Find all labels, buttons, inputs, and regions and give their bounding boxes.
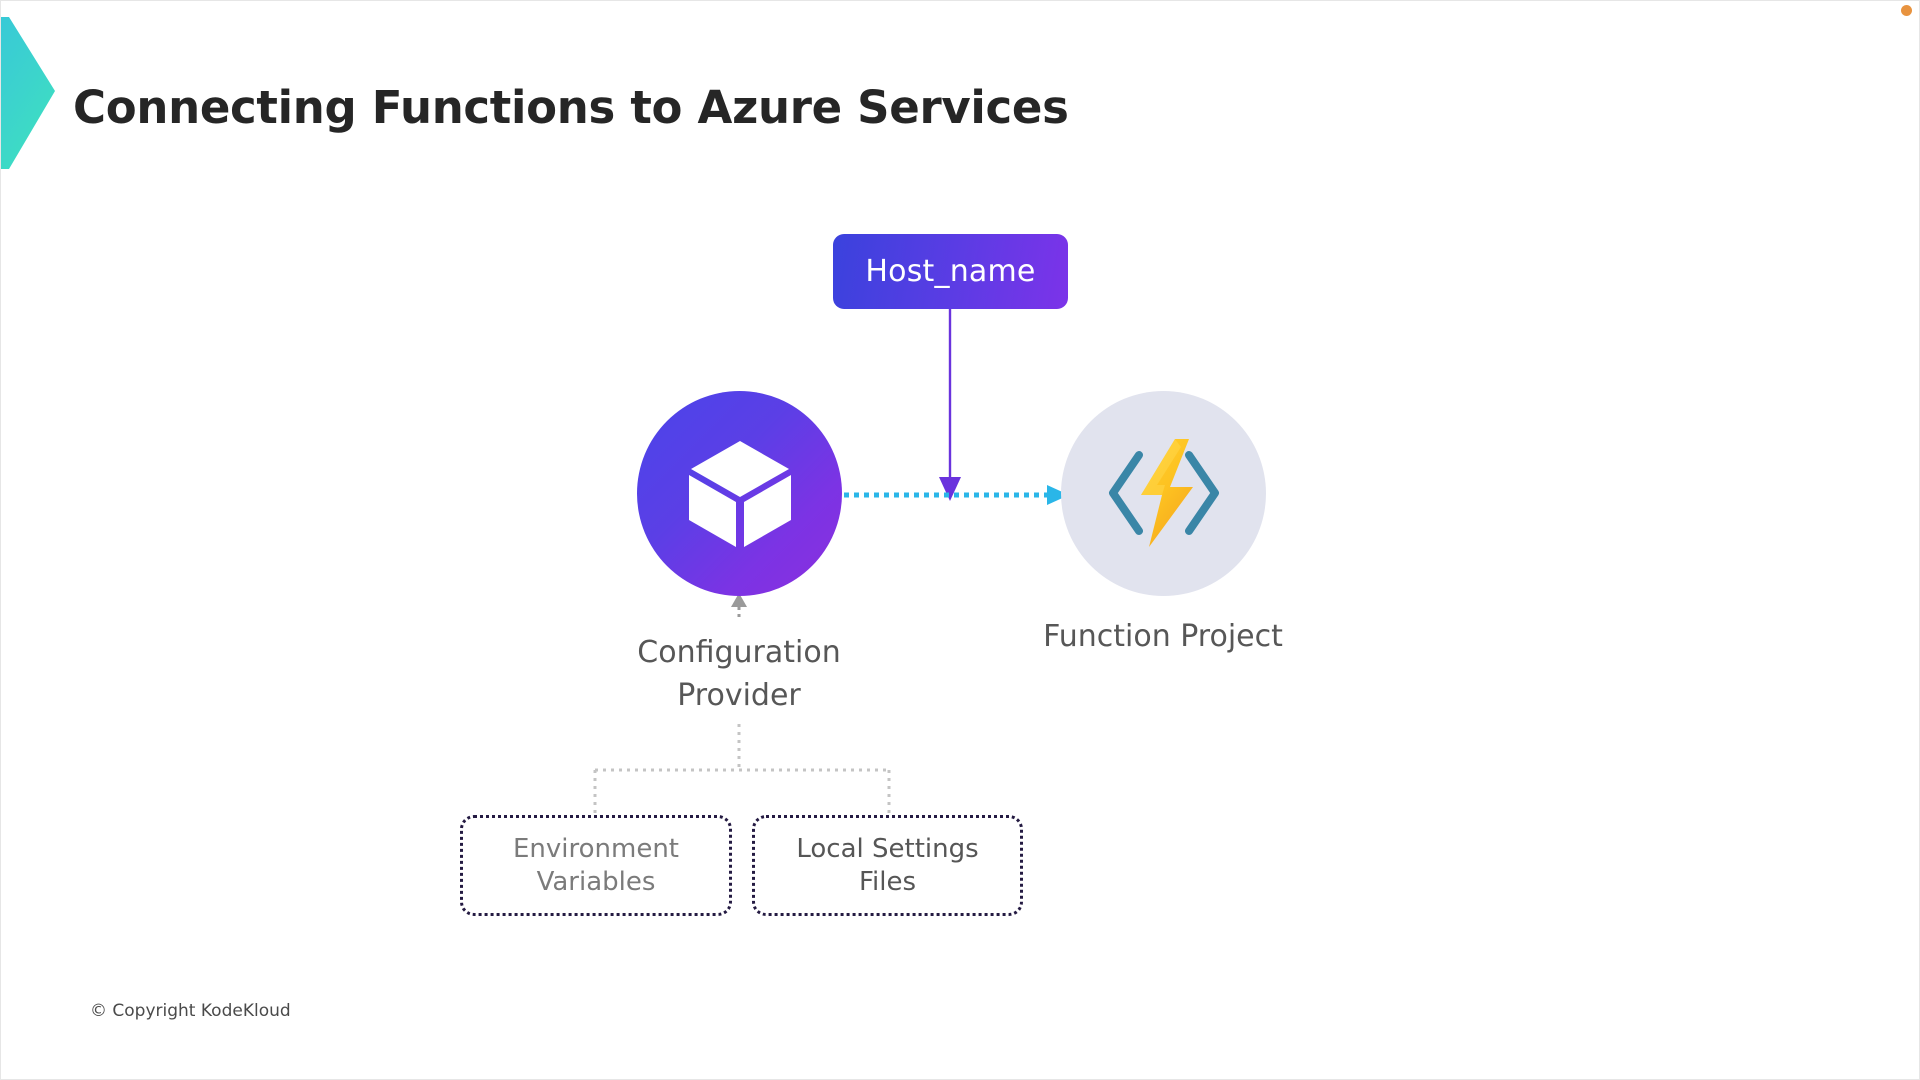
source-box-environment-variables[interactable]: Environment Variables (460, 815, 732, 916)
cube-box-icon (689, 441, 791, 547)
sources-inbound-arrow (731, 593, 747, 617)
copyright-text: © Copyright KodeKloud (90, 1001, 291, 1021)
env-vars-label-line1: Environment (512, 833, 680, 864)
config-provider-label: Configuration Provider (589, 631, 889, 717)
function-project-label: Function Project (1043, 619, 1283, 654)
kodekloud-chevron-logo (1, 17, 55, 169)
config-provider-label-line1: Configuration (637, 635, 841, 670)
azure-functions-lightning-icon (1109, 439, 1219, 547)
config-provider-node[interactable] (637, 391, 842, 596)
env-vars-label-line2: Variables (536, 866, 656, 897)
config-to-function-arrow (844, 485, 1069, 505)
source-box-local-settings-files[interactable]: Local Settings Files (752, 815, 1023, 916)
function-project-node[interactable] (1061, 391, 1266, 596)
host-name-badge[interactable]: Host_name (833, 234, 1068, 309)
host-to-link-arrow (939, 309, 961, 501)
local-settings-label-line1: Local Settings (796, 833, 979, 864)
host-name-label: Host_name (865, 254, 1036, 289)
config-provider-label-line2: Provider (677, 678, 801, 713)
local-settings-label-line2: Files (858, 866, 917, 897)
page-title: Connecting Functions to Azure Services (73, 81, 1069, 134)
orange-marker-dot (1901, 5, 1912, 16)
sources-tree-connector (593, 724, 891, 815)
